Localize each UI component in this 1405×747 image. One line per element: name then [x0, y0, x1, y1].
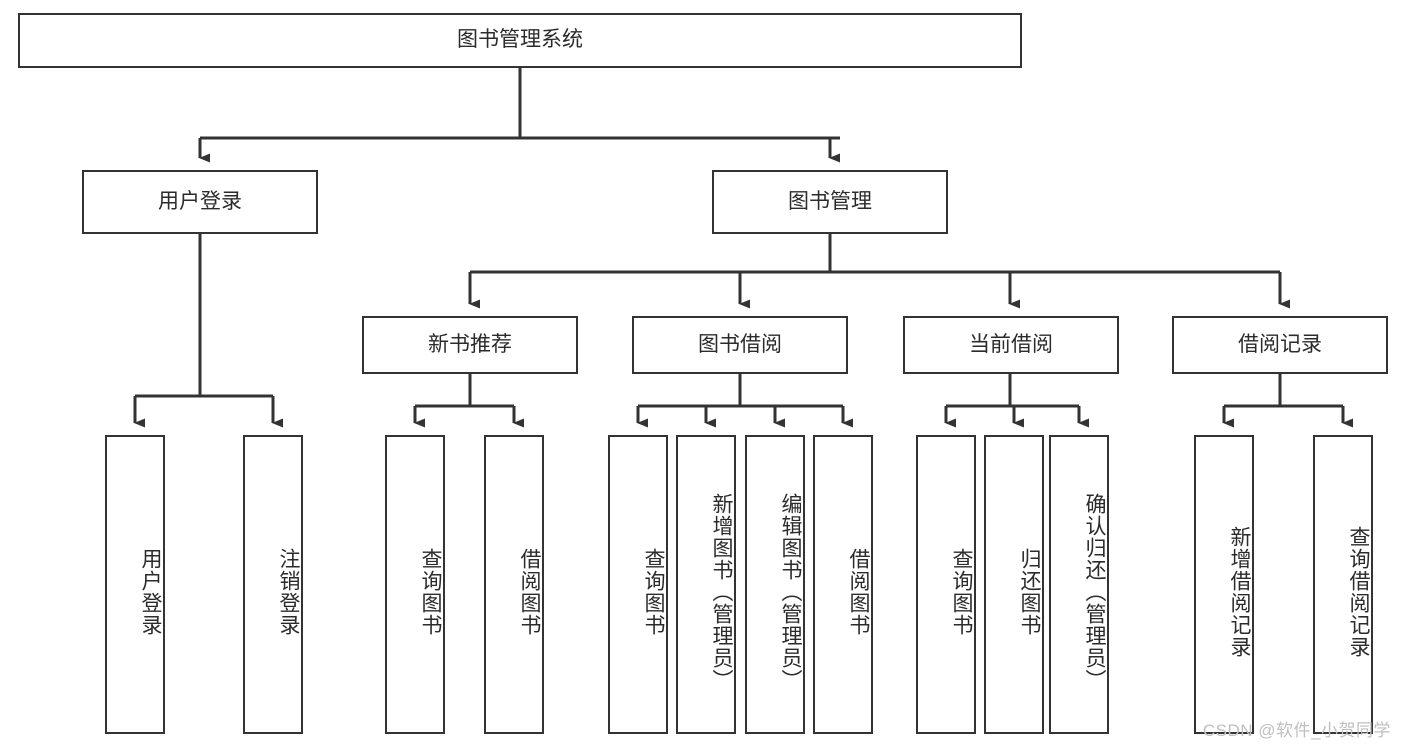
- node-root[interactable]: 图书管理系统: [18, 13, 1022, 68]
- node-book-management[interactable]: 图书管理: [712, 170, 948, 234]
- leaf-add-borrow-record[interactable]: 新增借阅记录: [1194, 435, 1254, 734]
- node-user-login-label: 用户登录: [158, 189, 242, 213]
- node-root-label: 图书管理系统: [457, 28, 583, 52]
- node-new-book-recommend[interactable]: 新书推荐: [362, 316, 578, 374]
- leaf-user-login[interactable]: 用户登录: [105, 435, 165, 734]
- node-user-login[interactable]: 用户登录: [82, 170, 318, 234]
- leaf-borrow-book-new[interactable]: 借阅图书: [484, 435, 544, 734]
- leaf-add-book-admin[interactable]: 新增图书（管理员）: [676, 435, 736, 734]
- leaf-logout[interactable]: 注销登录: [243, 435, 303, 734]
- leaf-query-book-borrow[interactable]: 查询图书: [608, 435, 668, 734]
- leaf-user-login-label: 用户登录: [139, 547, 162, 636]
- leaf-query-borrow-record-label: 查询借阅记录: [1347, 525, 1370, 658]
- node-book-borrow[interactable]: 图书借阅: [632, 316, 848, 374]
- leaf-query-book-new-label: 查询图书: [419, 547, 442, 636]
- leaf-query-borrow-record[interactable]: 查询借阅记录: [1313, 435, 1373, 734]
- leaf-query-book-current[interactable]: 查询图书: [916, 435, 976, 734]
- node-borrow-records[interactable]: 借阅记录: [1172, 316, 1388, 374]
- leaf-return-book[interactable]: 归还图书: [984, 435, 1044, 734]
- leaf-logout-label: 注销登录: [277, 547, 300, 636]
- node-current-borrow-label: 当前借阅: [969, 332, 1053, 356]
- leaf-query-book-new[interactable]: 查询图书: [385, 435, 445, 734]
- leaf-edit-book-admin-label: 编辑图书（管理员）: [779, 492, 802, 691]
- leaf-query-book-current-label: 查询图书: [950, 547, 973, 636]
- leaf-add-borrow-record-label: 新增借阅记录: [1228, 525, 1251, 658]
- leaf-confirm-return-admin-label: 确认归还（管理员）: [1083, 492, 1106, 691]
- leaf-lend-book[interactable]: 借阅图书: [813, 435, 873, 734]
- node-borrow-records-label: 借阅记录: [1238, 332, 1322, 356]
- leaf-lend-book-label: 借阅图书: [847, 547, 870, 636]
- leaf-borrow-book-new-label: 借阅图书: [518, 547, 541, 636]
- leaf-confirm-return-admin[interactable]: 确认归还（管理员）: [1049, 435, 1109, 734]
- leaf-query-book-borrow-label: 查询图书: [642, 547, 665, 636]
- node-new-book-recommend-label: 新书推荐: [428, 332, 512, 356]
- leaf-add-book-admin-label: 新增图书（管理员）: [710, 492, 733, 691]
- node-current-borrow[interactable]: 当前借阅: [903, 316, 1119, 374]
- csdn-watermark: CSDN @软件_小贺同学: [1202, 721, 1391, 740]
- node-book-management-label: 图书管理: [788, 189, 872, 213]
- leaf-edit-book-admin[interactable]: 编辑图书（管理员）: [745, 435, 805, 734]
- node-book-borrow-label: 图书借阅: [698, 332, 782, 356]
- leaf-return-book-label: 归还图书: [1018, 547, 1041, 636]
